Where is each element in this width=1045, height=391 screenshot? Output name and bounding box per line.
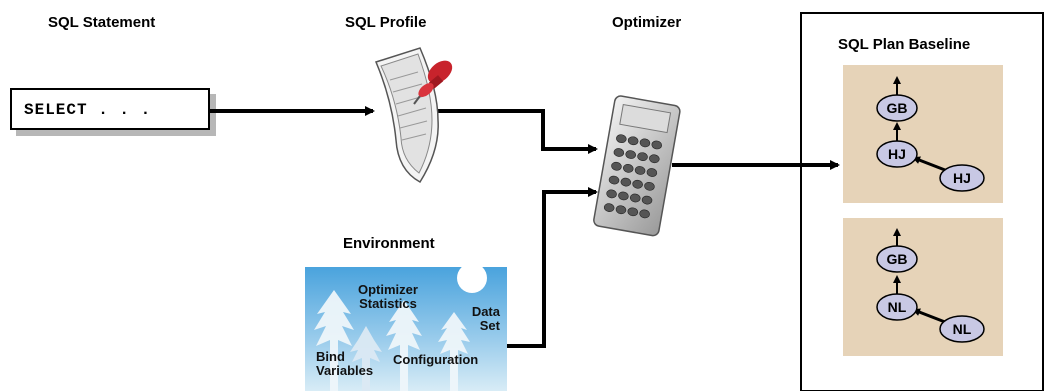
calculator-key (625, 150, 636, 159)
calculator-key (616, 134, 627, 144)
plan-node-hj-leaf (939, 164, 985, 192)
optimizer-title: Optimizer (612, 14, 682, 31)
calculator-key (639, 209, 650, 219)
env-optimizer-line1: Optimizer (358, 282, 418, 297)
plan-tree-2: GB NL NL (876, 228, 985, 343)
plan-node-gb-label: GB (887, 100, 908, 116)
calculator-key (644, 181, 655, 191)
sql-statement-title: SQL Statement (48, 14, 156, 31)
plan-node-gb-label: GB (887, 251, 908, 267)
plan-node-nl-leaf (939, 315, 985, 343)
forest-landscape-icon (305, 263, 507, 391)
calculator-key (613, 148, 625, 157)
calculator-key (622, 164, 634, 173)
plan-node-nl-label: NL (888, 299, 907, 315)
calculator-icon (593, 95, 681, 237)
arrow-environment-to-optimizer (507, 187, 598, 348)
calculator-key (627, 136, 639, 146)
calculator-key (620, 177, 632, 187)
calculator-key (632, 179, 643, 189)
arrow-profile-to-optimizer (437, 109, 598, 154)
sql-statement-box: SELECT . . . (10, 88, 210, 130)
env-data-line1: Data (471, 304, 500, 319)
calculator-key (646, 168, 658, 177)
sql-profile-title: SQL Profile (345, 14, 427, 31)
env-data-set: Data Set (464, 305, 500, 333)
calculator-key (627, 207, 639, 217)
calculator-key (608, 175, 620, 185)
calculator-key (634, 166, 646, 175)
environment-title: Environment (343, 235, 435, 252)
plan-node-hj-label: HJ (888, 146, 906, 162)
pinned-document-icon (374, 47, 453, 183)
plan-node-hj-leaf-label: HJ (953, 170, 971, 186)
calculator-key (649, 154, 660, 164)
env-optimizer-line2: Statistics (359, 296, 417, 311)
calculator-key (651, 140, 663, 150)
env-configuration: Configuration (393, 352, 479, 367)
plan-node-gb (876, 245, 918, 273)
sql-plan-baseline-title: SQL Plan Baseline (838, 36, 971, 53)
plan-tree-1: GB HJ HJ (876, 76, 985, 192)
plan-node-gb (876, 94, 918, 122)
env-optimizer-statistics: Optimizer Statistics (358, 283, 418, 311)
calculator-key (603, 203, 615, 212)
calculator-key (606, 189, 617, 199)
calculator-key (637, 152, 648, 161)
calculator-key (641, 195, 653, 205)
calculator-key (618, 191, 629, 201)
calculator-key (629, 193, 641, 203)
plan-node-nl-leaf-label: NL (953, 321, 972, 337)
plan-node-nl (876, 293, 918, 321)
env-bind-variables: Bind Variables (316, 350, 373, 378)
env-bind-line1: Bind (316, 349, 345, 364)
plan-node-hj (876, 140, 918, 168)
calculator-key (615, 205, 627, 215)
env-bind-line2: Variables (316, 363, 374, 378)
sql-statement-text: SELECT . . . (24, 101, 152, 119)
env-data-line2: Set (479, 318, 500, 333)
calculator-key (639, 138, 651, 148)
calculator-key (611, 161, 622, 171)
